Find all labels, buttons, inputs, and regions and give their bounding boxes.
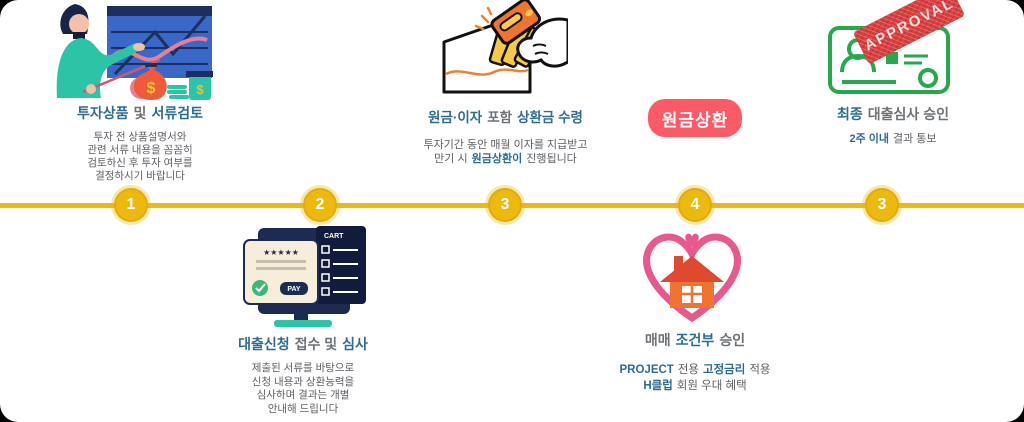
title-part: 대출신청 — [238, 336, 290, 352]
timeline-step-1: 1 — [114, 188, 148, 222]
title-part: 최종 — [837, 106, 863, 122]
timeline-step-5: 3 — [865, 188, 899, 222]
title-part: 포함 — [487, 110, 513, 125]
body-part: 원금상환이 — [471, 153, 523, 165]
stars-row: ★★★★★ — [263, 248, 299, 257]
title-part: 접수 및 — [294, 336, 338, 352]
pay-label: PAY — [287, 286, 301, 293]
body-line: PROJECT 전용 고정금리 적용 — [590, 362, 800, 378]
title-part: 및 — [133, 105, 147, 121]
body-line: 신청 내용과 상환능력을 — [251, 375, 355, 388]
section-step2-body: 제출된 서류를 바탕으로 신청 내용과 상환능력을 심사하며 결과는 개별 안내… — [203, 362, 403, 416]
document-handover-illustration — [442, 0, 568, 94]
body-line: 2주 이내 결과 통보 — [793, 132, 993, 146]
section-step4: 매매 조건부 승인 PROJECT 전용 고정금리 적용 H클럽 회원 우대 혜… — [590, 330, 800, 394]
section-step4-body: PROJECT 전용 고정금리 적용 H클럽 회원 우대 혜택 — [590, 362, 800, 394]
section-step3-body: 투자기간 동안 매월 이자를 지급받고 만기 시 원금상환이 진행됩니다 — [398, 138, 613, 166]
body-line: 심사하며 결과는 개별 — [256, 389, 350, 401]
body-part: 진행됩니다 — [526, 153, 577, 165]
principal-repayment-badge[interactable]: 원금상환 — [648, 99, 742, 137]
dollar-sign: $ — [196, 82, 204, 97]
timeline-step-3: 3 — [488, 188, 522, 222]
section-step3: 원금·이자 포함 상환금 수령 투자기간 동안 매월 이자를 지급받고 만기 시… — [398, 106, 613, 166]
title-part: 투자상품 — [77, 105, 129, 121]
online-application-illustration: CART ★★★★★ PAY — [243, 226, 366, 327]
body-part: 결과 통보 — [893, 133, 937, 145]
body-line: 제출된 서류를 바탕으로 — [251, 362, 355, 374]
small-heart-icon — [685, 233, 699, 247]
section-step1: 투자상품 및 서류검토 투자 전 상품설명서와 관련 서류 내용을 꼼꼼히 검토… — [40, 103, 240, 183]
body-line: 관련 서류 내용을 꼼꼼히 — [87, 144, 193, 156]
body-line: 검토하신 후 투자 여부를 — [87, 157, 193, 169]
title-part: 원금·이자 — [428, 110, 483, 125]
body-line: 안내해 드립니다 — [267, 402, 339, 415]
title-part: 서류검토 — [151, 105, 203, 121]
dollar-sign: $ — [147, 80, 156, 97]
money-bag-icon — [133, 65, 167, 100]
section-step5: 최종 대출심사 승인 2주 이내 결과 통보 — [793, 104, 993, 146]
title-part: 상환금 수령 — [517, 110, 583, 125]
body-line: 결정하시기 바랍니다 — [95, 170, 185, 182]
investor-chart-illustration: $ $ — [56, 4, 213, 100]
cart-label: CART — [324, 233, 344, 240]
title-part: 조건부 — [675, 332, 715, 348]
coin-jar-icon — [189, 76, 211, 100]
section-step1-body: 투자 전 상품설명서와 관련 서류 내용을 꼼꼼히 검토하신 후 투자 여부를 … — [40, 131, 240, 183]
hand-icon — [516, 17, 568, 68]
house-heart-illustration — [643, 233, 741, 323]
body-line: H클럽 회원 우대 혜택 — [590, 378, 800, 394]
body-part: 전용 — [677, 364, 699, 376]
section-step1-title: 투자상품 및 서류검토 — [40, 103, 240, 123]
body-line: 투자기간 동안 매월 이자를 지급받고 — [423, 139, 588, 151]
section-step2: 대출신청 접수 및 심사 제출된 서류를 바탕으로 신청 내용과 상환능력을 심… — [203, 334, 403, 416]
body-part: H클럽 — [643, 380, 673, 392]
body-part: 만기 시 — [434, 153, 468, 165]
body-line: 만기 시 원금상환이 진행됩니다 — [398, 152, 613, 166]
house-icon — [660, 256, 724, 308]
body-line: 투자 전 상품설명서와 — [93, 131, 187, 143]
title-part: 대출심사 승인 — [867, 106, 949, 122]
timeline-step-4: 4 — [678, 188, 712, 222]
keyboard — [274, 320, 332, 327]
title-part: 승인 — [719, 332, 746, 348]
pay-button — [280, 282, 308, 295]
body-part: 적용 — [749, 364, 771, 376]
person-body — [56, 38, 142, 98]
body-part: 2주 이내 — [849, 133, 889, 145]
person-face — [69, 14, 89, 34]
section-step5-body: 2주 이내 결과 통보 — [793, 132, 993, 146]
body-part: PROJECT — [619, 364, 674, 376]
spark-lines — [474, 6, 493, 31]
title-part: 심사 — [342, 336, 368, 352]
check-icon — [252, 280, 268, 296]
body-part: 고정금리 — [703, 364, 746, 376]
section-step2-title: 대출신청 접수 및 심사 — [203, 334, 403, 354]
timeline-step-2: 2 — [303, 188, 337, 222]
wallet-icon — [490, 0, 542, 45]
body-part: 회원 우대 혜택 — [676, 380, 747, 392]
title-part: 매매 — [644, 332, 671, 348]
section-step5-title: 최종 대출심사 승인 — [793, 104, 993, 124]
section-step4-title: 매매 조건부 승인 — [590, 330, 800, 350]
section-step3-title: 원금·이자 포함 상환금 수령 — [398, 106, 613, 126]
